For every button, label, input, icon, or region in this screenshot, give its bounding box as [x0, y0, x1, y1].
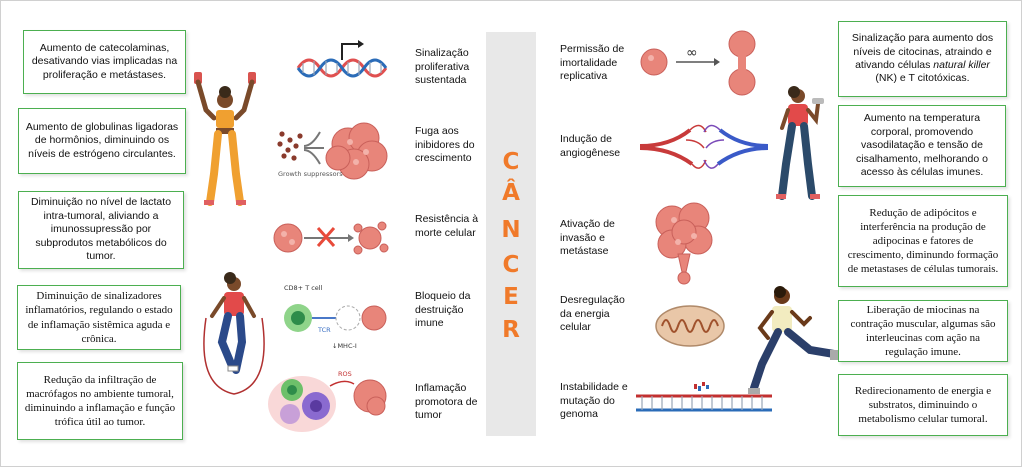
cancer-letter: C — [502, 252, 520, 278]
growth-suppressors-icon: Growth suppressors — [277, 122, 388, 180]
box-text: Aumento na temperatura corporal, promove… — [856, 112, 988, 179]
box-text: Liberação de miocinas na contração muscu… — [850, 303, 996, 359]
box-macrofagos: Redução da infiltração de macrófagos no … — [17, 362, 183, 440]
box-text: Aumento de globulinas ligadoras de hormô… — [25, 120, 179, 160]
invasion-metastasis-icon — [655, 202, 713, 285]
hallmark-label: Inflamação promotora de tumor — [415, 382, 478, 422]
box-lactato: Diminuição no nível de lactato intra-tum… — [18, 191, 184, 269]
woman-lifting-weights-illustration — [194, 72, 256, 206]
box-redirecionamento: Redirecionamento de energia e substratos… — [838, 374, 1008, 436]
box-text: Sinalização para aumento dos níveis de c… — [851, 32, 994, 85]
mhc-label: ↓MHC-I — [332, 342, 357, 350]
ros-label: ROS — [338, 370, 352, 378]
box-adipocitos: Redução de adipócitos e interferência na… — [838, 195, 1008, 287]
center-bar: C Â N C E R — [486, 32, 536, 436]
box-text: Redução da infiltração de macrófagos no … — [24, 373, 176, 429]
angiogenesis-icon — [639, 124, 769, 169]
box-temperatura: Aumento na temperatura corporal, promove… — [838, 105, 1006, 187]
box-text: Aumento de catecolaminas, desativando vi… — [31, 41, 178, 81]
woman-dumbbell-illustration — [776, 86, 824, 200]
box-text: Diminuição no nível de lactato intra-tum… — [30, 196, 172, 263]
hallmark-label: Instabilidade e mutação do genoma — [560, 381, 628, 421]
cancer-letter: R — [502, 317, 520, 343]
man-running-illustration — [748, 286, 838, 394]
cd8-label: CD8+ T cell — [284, 284, 323, 292]
cancer-letter: C — [502, 149, 520, 175]
cancer-letter: N — [501, 217, 521, 243]
tcr-label: TCR — [317, 326, 331, 334]
hallmark-label: Fuga aos inibidores do crescimento — [415, 125, 475, 165]
immune-destruction-icon: CD8+ T cell TCR ↓MHC-I — [284, 284, 387, 350]
box-text: Redirecionamento de energia e substratos… — [854, 384, 992, 426]
box-sinalizadores: Diminuição de sinalizadores inflamatório… — [17, 285, 181, 350]
growth-suppressors-label: Growth suppressors — [278, 170, 343, 178]
mitochondria-icon — [655, 305, 725, 347]
box-text: Diminuição de sinalizadores inflamatório… — [25, 290, 173, 345]
woman-jumping-rope-illustration — [203, 272, 265, 395]
hallmark-label: Resistência à morte celular — [415, 213, 479, 239]
hallmark-label: Ativação de invasão e metástase — [560, 218, 615, 258]
box-catecolaminas: Aumento de catecolaminas, desativando vi… — [23, 30, 186, 94]
hallmark-label: Sinalização proliferativa sustentada — [415, 47, 470, 87]
hallmark-label: Indução de angiogênese — [560, 133, 621, 159]
box-miocinas: Liberação de miocinas na contração muscu… — [838, 300, 1008, 362]
dna-helix-icon — [296, 40, 388, 78]
box-citocinas: Sinalização para aumento dos níveis de c… — [838, 21, 1007, 97]
genome-instability-icon — [636, 382, 772, 412]
hallmark-label: Bloqueio da destruição imune — [415, 290, 471, 330]
infinity-icon: ∞ — [686, 45, 698, 61]
hallmark-label: Desregulação da energia celular — [560, 294, 625, 334]
hallmark-label: Permissão de imortalidade replicativa — [560, 43, 625, 83]
inflammation-icon: ROS — [268, 370, 387, 432]
replicative-immortality-icon: ∞ — [640, 30, 756, 96]
cell-death-resistance-icon — [273, 221, 389, 255]
box-globulinas: Aumento de globulinas ligadoras de hormô… — [18, 108, 186, 174]
cancer-letter: Â — [502, 180, 520, 206]
box-text: Redução de adipócitos e interferência na… — [847, 206, 999, 276]
cancer-letter: E — [503, 284, 519, 310]
